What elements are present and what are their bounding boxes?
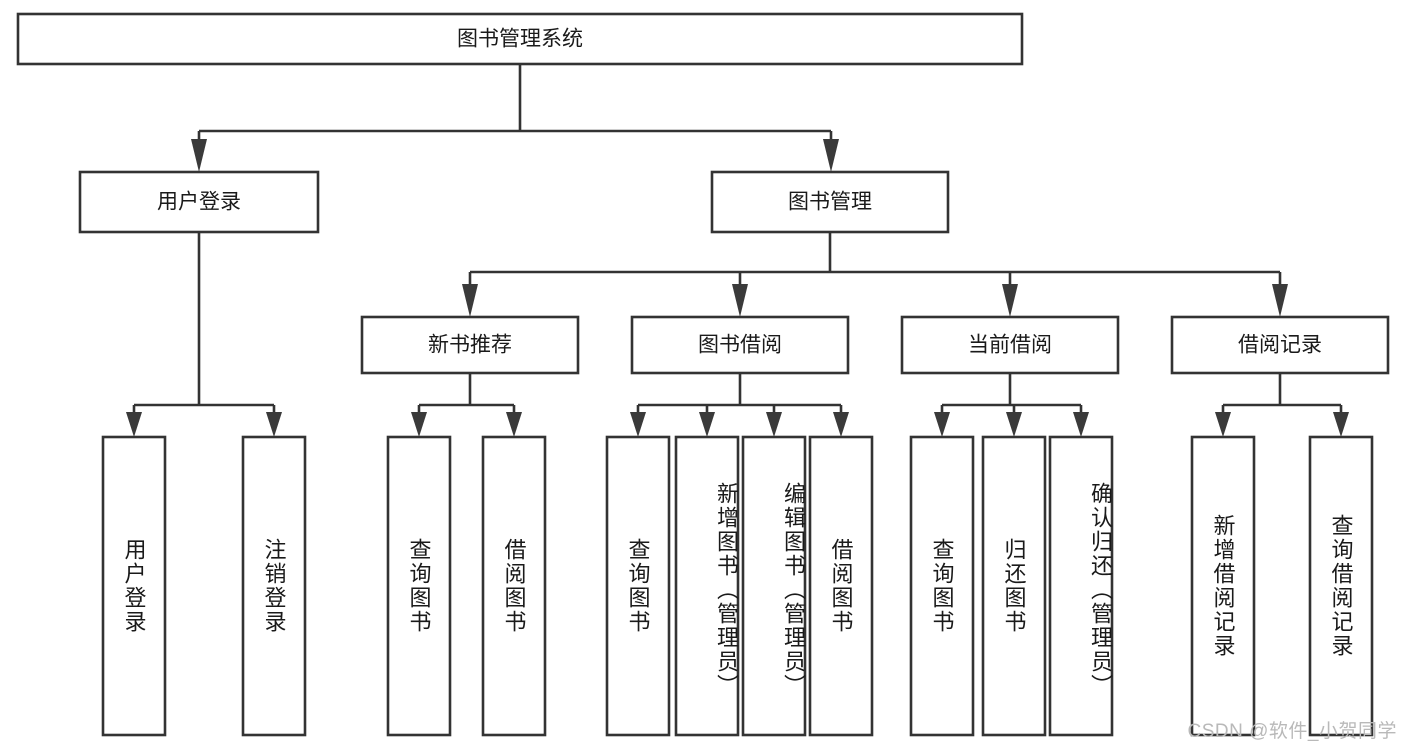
leaf-box-add-borrow-record[interactable] (1190, 435, 1256, 737)
leaf-box-query-book-current[interactable] (909, 435, 975, 737)
arrow-record-to-query (1333, 412, 1349, 437)
connector-group-current (934, 373, 1089, 437)
leaf-box-return-book[interactable] (981, 435, 1047, 737)
arrow-current-to-return (1006, 412, 1022, 437)
node-root[interactable]: 图书管理系统 (16, 12, 1024, 66)
node-borrow-record[interactable]: 借阅记录 (1170, 315, 1390, 375)
node-user-login[interactable]: 用户登录 (78, 170, 320, 234)
arrow-newbook-to-borrow (506, 412, 522, 437)
leaf-box-query-book-borrow[interactable] (605, 435, 671, 737)
node-root-box[interactable] (16, 12, 1024, 66)
node-borrow-record-label: 借阅记录 (1238, 334, 1322, 357)
arrow-newbook-to-query (411, 412, 427, 437)
arrow-current-to-query (934, 412, 950, 437)
node-user-login-box[interactable] (78, 170, 320, 234)
node-root-label: 图书管理系统 (457, 28, 583, 51)
arrow-root-to-bookmgmt (823, 139, 839, 172)
arrow-login-to-userlogin (126, 412, 142, 437)
arrow-borrow-to-edit (766, 412, 782, 437)
leaf-box-borrow-book-newbook[interactable] (481, 435, 547, 737)
leaf-box-user-login[interactable] (101, 435, 167, 737)
leaf-box-add-book-admin[interactable] (674, 435, 740, 737)
node-current-borrow-label: 当前借阅 (968, 334, 1052, 357)
leaf-box-edit-book-admin[interactable] (741, 435, 807, 737)
connector-group-bookmgmt (462, 232, 1288, 317)
node-book-management-box[interactable] (710, 170, 950, 234)
node-book-borrow-label: 图书借阅 (698, 334, 782, 357)
leaf-box-logout[interactable] (241, 435, 307, 737)
watermark-text: CSDN @软件_小贺同学 (1187, 721, 1397, 742)
leaf-box-borrow-book[interactable] (808, 435, 874, 737)
arrow-login-to-logout (266, 412, 282, 437)
node-book-borrow[interactable]: 图书借阅 (630, 315, 850, 375)
leaf-box-confirm-return-admin[interactable] (1048, 435, 1114, 737)
node-borrow-record-box[interactable] (1170, 315, 1390, 375)
node-book-borrow-box[interactable] (630, 315, 850, 375)
node-current-borrow-box[interactable] (900, 315, 1120, 375)
node-new-book-recommend[interactable]: 新书推荐 (360, 315, 580, 375)
arrow-bookmgmt-to-newbook (462, 284, 478, 317)
arrow-borrow-to-query (630, 412, 646, 437)
node-book-management[interactable]: 图书管理 (710, 170, 950, 234)
node-new-book-recommend-box[interactable] (360, 315, 580, 375)
arrow-borrow-to-lend (833, 412, 849, 437)
arrow-root-to-login (191, 139, 207, 172)
leaf-box-query-book-newbook[interactable] (386, 435, 452, 737)
arrow-current-to-confirm (1073, 412, 1089, 437)
arrow-bookmgmt-to-record (1272, 284, 1288, 317)
node-book-management-label: 图书管理 (788, 191, 872, 214)
connector-group-newbook (411, 373, 522, 437)
node-user-login-label: 用户登录 (157, 191, 241, 214)
arrow-record-to-add (1215, 412, 1231, 437)
arrow-bookmgmt-to-borrow (732, 284, 748, 317)
connector-group-root (191, 64, 839, 172)
arrow-borrow-to-add (699, 412, 715, 437)
connector-group-record (1215, 373, 1349, 437)
node-current-borrow[interactable]: 当前借阅 (900, 315, 1120, 375)
connector-group-login (126, 232, 282, 437)
connector-group-borrow (630, 373, 849, 437)
leaf-box-query-borrow-record[interactable] (1308, 435, 1374, 737)
node-new-book-recommend-label: 新书推荐 (428, 334, 512, 357)
arrow-bookmgmt-to-current (1002, 284, 1018, 317)
